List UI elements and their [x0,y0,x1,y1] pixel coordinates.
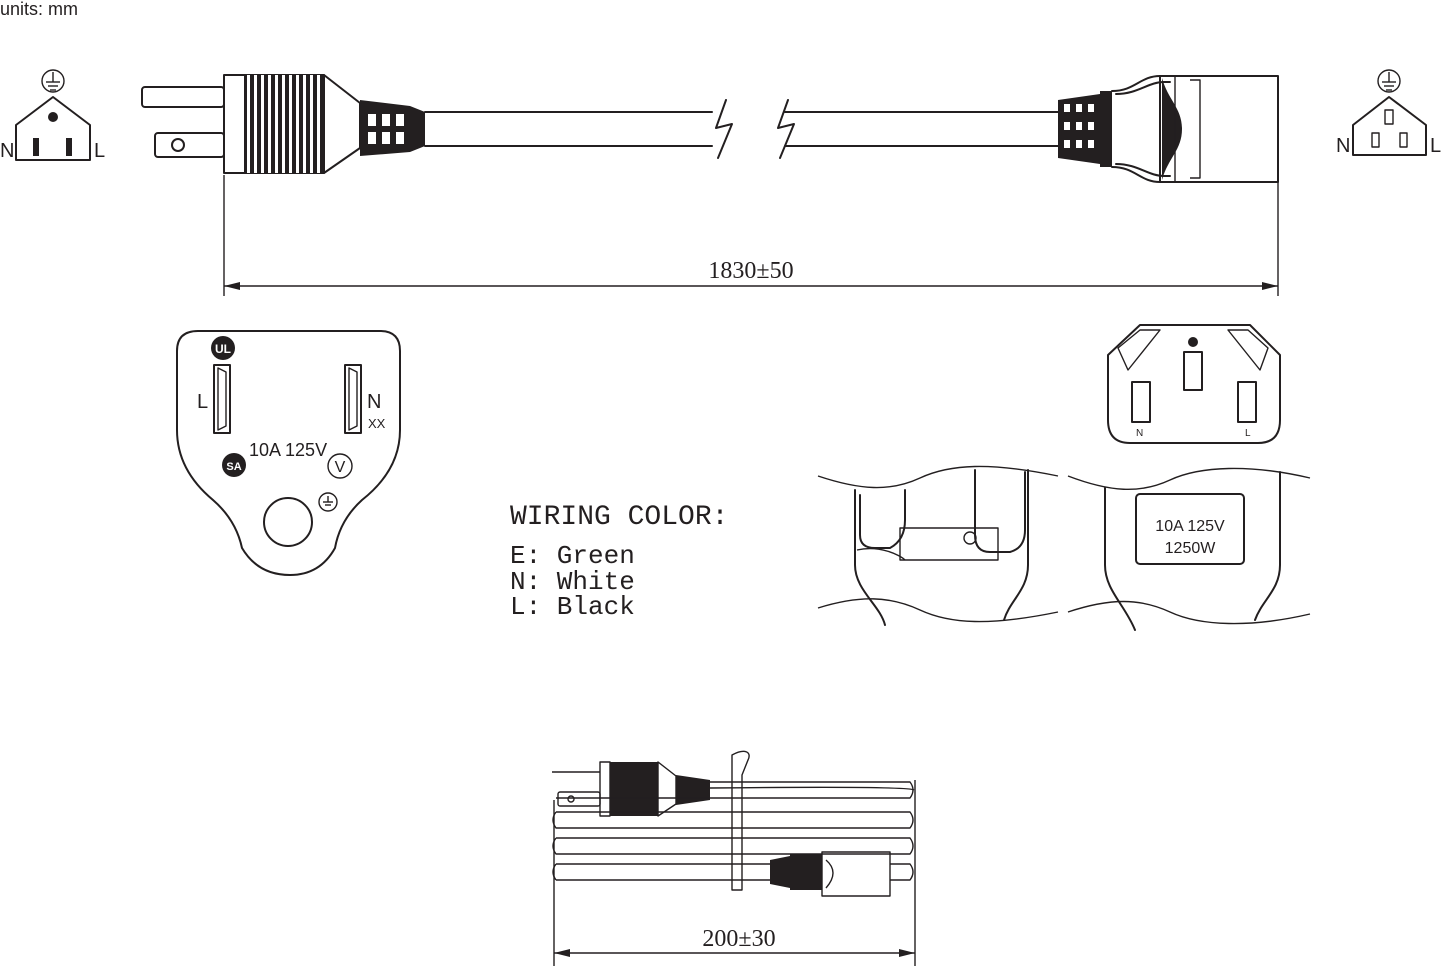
wiring-line-l: L: Black [510,592,635,622]
length-dimension-text: 1830±50 [708,258,793,284]
socket-face-l: L [1245,428,1251,439]
v-mark-icon [327,453,353,479]
plug-face-rating: 10A 125V [249,440,327,460]
plug-grip-ribs [244,75,324,173]
ground-symbol-icon [1377,69,1401,93]
plug-face-l: L [197,391,208,413]
dim-arrow-left-icon [554,949,570,957]
plug-face-code: XX [368,416,386,431]
svg-text:UL: UL [215,342,231,356]
socket-symbol-l: L [1430,135,1441,157]
ground-mark-icon [318,492,338,512]
plug-symbol-l: L [94,140,105,162]
cable-tie [731,750,750,891]
plug-face-symbol: N L [0,69,105,162]
socket-face-detail: N L [1107,324,1281,444]
socket-label-box [1135,493,1245,565]
plug-prong-top [141,86,225,108]
ground-pin-hole [263,497,313,547]
cable [424,99,1059,159]
v-mark-icon [963,531,977,545]
plug-side-view [141,74,425,174]
length-dimension: 1830±50 [223,175,1279,296]
wiring-line-n: N: White [510,567,635,597]
csa-logo-icon [222,453,246,477]
socket-face-symbol: N L [1336,69,1441,157]
plug-face-n: N [367,391,381,413]
plug-symbol-n: N [0,140,14,162]
cable-break-left [715,99,733,159]
wiring-color-block: WIRING COLOR: E: Green N: White L: Black [510,502,728,622]
bundle-dimension-text: 200±30 [702,926,775,952]
socket-symbol-n: N [1336,135,1350,157]
socket-side-view [1058,75,1279,183]
dim-arrow-right-icon [1262,282,1278,290]
svg-text:V: V [335,459,346,476]
plug-face-detail: UL L N XX SA 10A 125V V [176,330,401,576]
bundle-dimension: 200±30 [553,780,916,966]
wiring-title: WIRING COLOR: [510,502,728,533]
socket-mold-closeup: 10A 125V 1250W [1067,467,1311,631]
socket-label-line1: 10A 125V [1155,518,1225,535]
dim-arrow-left-icon [224,282,240,290]
svg-text:SA: SA [226,461,241,473]
dim-arrow-right-icon [899,949,915,957]
plug-mold-closeup [817,465,1059,626]
bundled-cord [552,750,915,897]
ul-logo-icon [211,336,235,360]
ground-symbol-icon [41,69,65,93]
socket-label-line2: 1250W [1165,540,1217,557]
cable-break-right [777,99,795,159]
units-label: units: mm [0,0,78,19]
wiring-line-e: E: Green [510,541,635,571]
socket-face-n: N [1136,428,1143,439]
plug-prong-bottom [154,132,225,158]
